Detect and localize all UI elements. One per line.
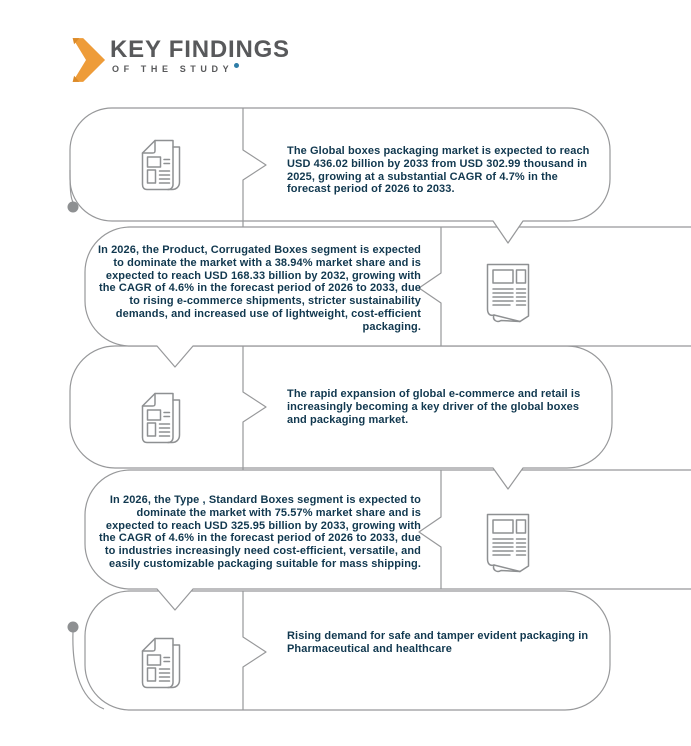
page-subtitle: OF THE STUDY [112, 63, 240, 74]
dot-connector-line-top [69, 169, 74, 203]
dot-connector-line-bottom [72, 631, 105, 710]
dot-connector-bottom [67, 621, 79, 633]
finding-card-4-outline [84, 469, 691, 611]
rail-chevron-right-5 [242, 591, 267, 710]
finding-card-2-outline [84, 226, 691, 368]
finding-3-text: The rapid expansion of global e-commerce… [287, 388, 581, 426]
rail-chevron-left-2 [418, 227, 442, 346]
finding-1-text: The Global boxes packaging market is exp… [287, 145, 590, 196]
finding-card-1-outline [69, 107, 611, 244]
finding-card-3-outline [69, 345, 613, 490]
dot-connector-top [67, 201, 79, 213]
finding-2-text: In 2026, the Product, Corrugated Boxes s… [97, 244, 421, 333]
rail-chevron-left-4 [418, 470, 442, 589]
rail-chevron-right-3 [242, 346, 267, 470]
finding-4-text: In 2026, the Type , Standard Boxes segme… [98, 494, 421, 570]
subtitle-dot-icon [234, 63, 240, 68]
orange-chevron-arrow-icon [72, 38, 106, 82]
finding-5-text: Rising demand for safe and tamper eviden… [287, 630, 589, 655]
rail-chevron-right-1 [242, 108, 267, 227]
page-title: KEY FINDINGS [110, 36, 290, 63]
finding-card-5-outline [84, 590, 611, 711]
